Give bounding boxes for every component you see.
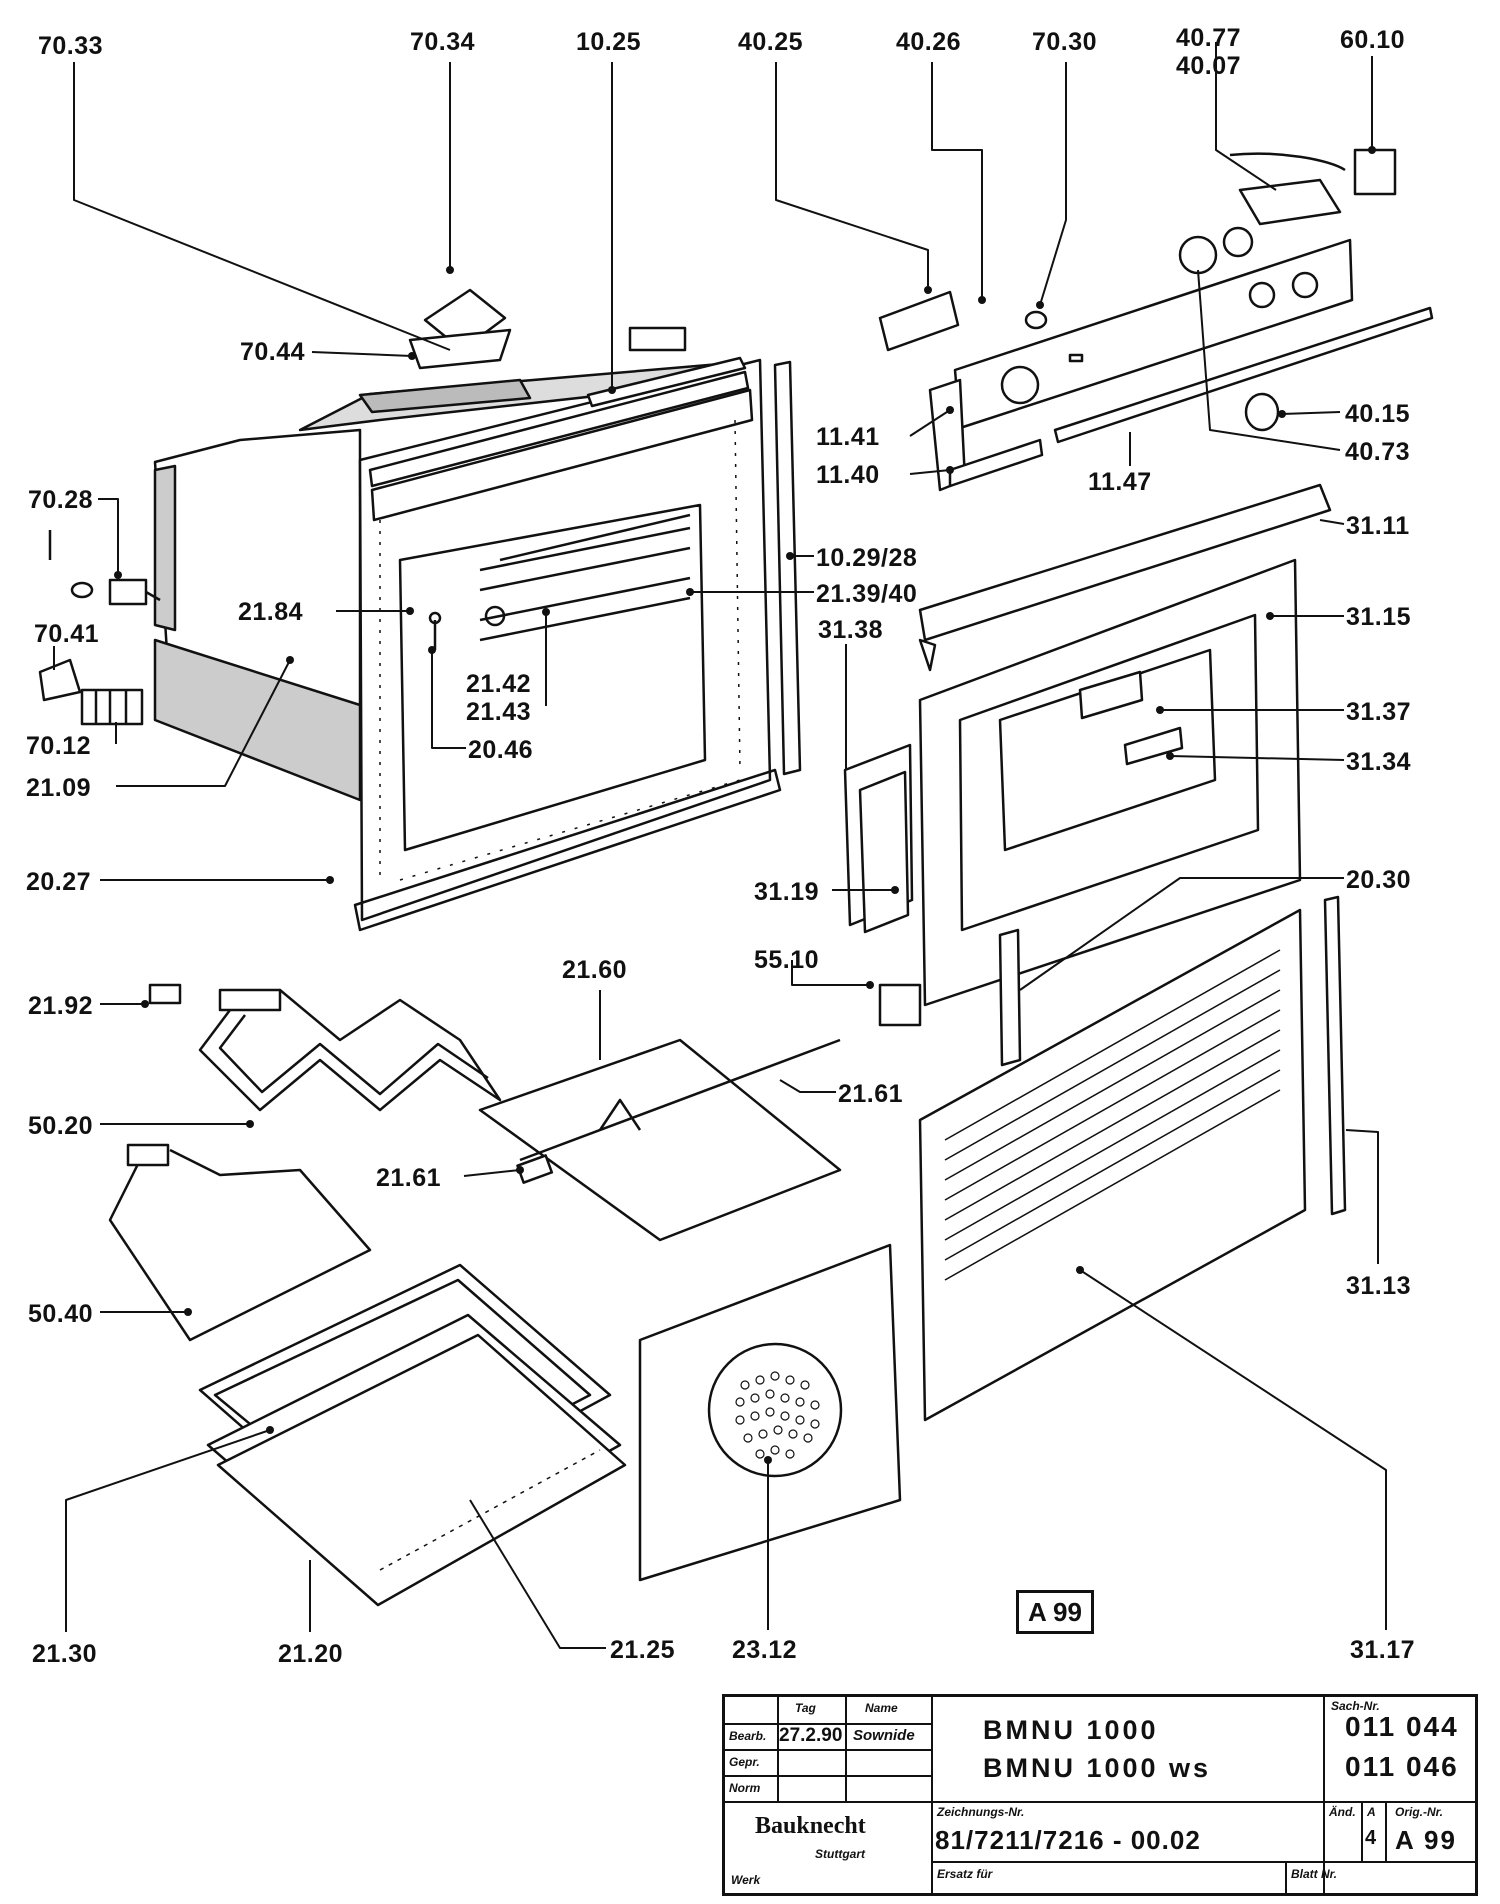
- part-label-21-39-40: 21.39/40: [816, 580, 918, 608]
- part-label-70-34: 70.34: [410, 28, 476, 56]
- part-label-31-11: 31.11: [1346, 512, 1410, 540]
- bearb-signature: Sownide: [853, 1727, 915, 1744]
- part-label-21-42: 21.42: [466, 670, 532, 698]
- part-label-70-30: 70.30: [1032, 28, 1098, 56]
- part-label-31-15: 31.15: [1346, 603, 1412, 631]
- orig-nr: A 99: [1395, 1825, 1457, 1855]
- part-label-20-46: 20.46: [468, 736, 534, 764]
- part-label-21-60: 21.60: [562, 956, 628, 984]
- control-panel: [878, 148, 1434, 492]
- part-label-70-41: 70.41: [34, 620, 100, 648]
- part-label-21-25: 21.25: [610, 1636, 676, 1664]
- part-label-31-13: 31.13: [1346, 1272, 1412, 1300]
- part-label-10-29-28: 10.29/28: [816, 544, 918, 572]
- part-label-40-73: 40.73: [1345, 438, 1411, 466]
- part-label-40-77: 40.77: [1176, 24, 1242, 52]
- part-label-21-09: 21.09: [26, 774, 92, 802]
- part-label-31-17: 31.17: [1350, 1636, 1416, 1664]
- part-label-11-47: 11.47: [1088, 468, 1152, 496]
- oven-door: [843, 483, 1347, 1422]
- part-label-21-61-b: 21.61: [376, 1164, 442, 1192]
- part-label-40-26: 40.26: [896, 28, 962, 56]
- part-label-20-27: 20.27: [26, 868, 92, 896]
- drawing-no: 81/7211/7216 - 00.02: [935, 1825, 1201, 1855]
- col-tag-header: Tag: [795, 1701, 816, 1715]
- part-label-21-43: 21.43: [466, 698, 532, 726]
- sach-nr-2: 011 046: [1345, 1751, 1459, 1782]
- part-label-55-10: 55.10: [754, 946, 820, 974]
- sheet-code-badge: A 99: [1016, 1590, 1094, 1634]
- part-label-70-33: 70.33: [38, 32, 104, 60]
- part-label-70-12: 70.12: [26, 732, 92, 760]
- heating-elements: [108, 983, 502, 1342]
- part-label-21-84: 21.84: [238, 598, 304, 626]
- part-label-10-25: 10.25: [576, 28, 642, 56]
- part-label-21-92: 21.92: [28, 992, 94, 1020]
- part-label-31-34: 31.34: [1346, 748, 1412, 776]
- oven-cavity: [153, 288, 802, 932]
- orig-nr-label: Orig.-Nr.: [1395, 1805, 1444, 1819]
- fan-panel: [638, 1243, 902, 1582]
- part-label-23-12: 23.12: [732, 1636, 798, 1664]
- blatt-label: Blatt Nr.: [1291, 1867, 1338, 1881]
- row-gepr-label: Gepr.: [729, 1755, 760, 1769]
- col-name-header: Name: [865, 1701, 898, 1715]
- part-label-31-19: 31.19: [754, 878, 820, 906]
- aend-label: Änd.: [1329, 1805, 1356, 1819]
- title-block: Tag Name Bearb. Gepr. Norm 27.2.90 Sowni…: [722, 1694, 1478, 1896]
- drawing-no-label: Zeichnungs-Nr.: [937, 1805, 1025, 1819]
- sach-nr-1: 011 044: [1345, 1711, 1459, 1742]
- leader-lines: [53, 42, 1387, 1649]
- part-label-60-10: 60.10: [1340, 26, 1406, 54]
- part-label-40-15: 40.15: [1345, 400, 1411, 428]
- ersatz-label: Ersatz für: [937, 1867, 993, 1881]
- baking-trays: [198, 1263, 627, 1607]
- part-label-21-20: 21.20: [278, 1640, 344, 1668]
- row-bearb-label: Bearb.: [729, 1729, 767, 1743]
- part-label-31-38: 31.38: [818, 616, 884, 644]
- sach-nr-label: Sach-Nr.: [1331, 1699, 1380, 1713]
- aend-index: A: [1367, 1805, 1376, 1819]
- part-label-50-20: 50.20: [28, 1112, 94, 1140]
- bearb-date: 27.2.90: [779, 1725, 843, 1746]
- model-line-2: BMNU 1000 ws: [983, 1753, 1212, 1783]
- part-label-11-40: 11.40: [816, 461, 880, 489]
- row-norm-label: Norm: [729, 1781, 761, 1795]
- brand-city: Stuttgart: [815, 1847, 865, 1861]
- part-label-31-37: 31.37: [1346, 698, 1412, 726]
- switch-parts: [38, 530, 161, 726]
- brand-logo: Bauknecht: [755, 1813, 866, 1839]
- part-label-70-44: 70.44: [240, 338, 306, 366]
- part-label-21-30: 21.30: [32, 1640, 98, 1668]
- model-line-1: BMNU 1000: [983, 1715, 1159, 1745]
- aend-value: 4: [1365, 1827, 1379, 1849]
- part-label-21-61-a: 21.61: [838, 1080, 904, 1108]
- werk-label: Werk: [731, 1873, 761, 1887]
- part-label-20-30: 20.30: [1346, 866, 1412, 894]
- part-label-70-28: 70.28: [28, 486, 94, 514]
- part-label-40-25: 40.25: [738, 28, 804, 56]
- part-label-11-41: 11.41: [816, 423, 880, 451]
- part-label-50-40: 50.40: [28, 1300, 94, 1328]
- part-label-40-07: 40.07: [1176, 52, 1242, 80]
- rotisserie: [478, 983, 922, 1242]
